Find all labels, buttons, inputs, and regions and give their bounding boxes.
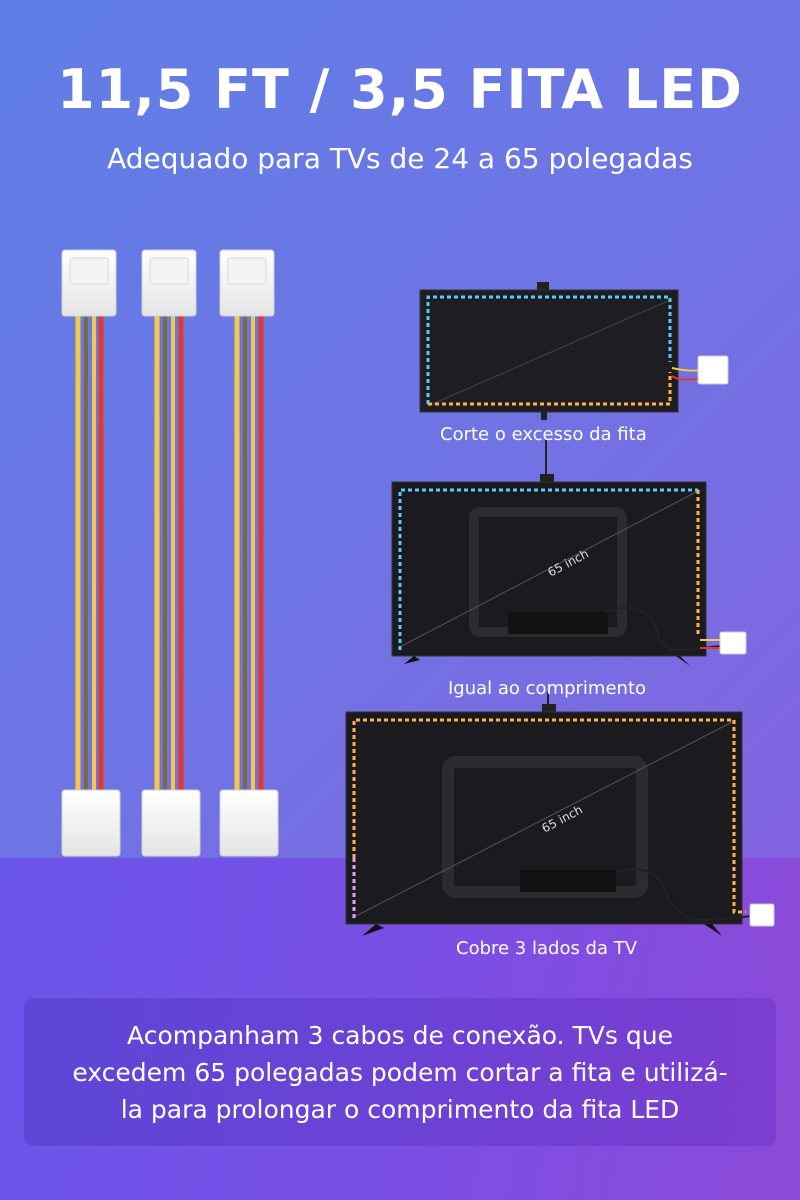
tv-small [419,282,729,420]
tv-caption-three-sides: Cobre 3 lados da TV [456,938,638,959]
page-title: 11,5 FT / 3,5 FITA LED [57,58,743,121]
tv-caption-same-length: Igual ao comprimento [448,678,647,699]
connector-cable-2 [141,249,201,857]
connector-cable-1 [61,249,121,857]
info-banner: Acompanham 3 cabos de conexão. TVs que e… [24,998,776,1146]
info-banner-text: Acompanham 3 cabos de conexão. TVs que e… [72,1020,728,1124]
tv-medium [391,474,747,666]
tv-large [345,704,775,936]
tv-caption-cut-excess: Corte o excesso da fita [440,424,647,445]
connector-cable-3 [219,249,279,857]
page-subtitle: Adequado para TVs de 24 a 65 polegadas [107,142,693,175]
